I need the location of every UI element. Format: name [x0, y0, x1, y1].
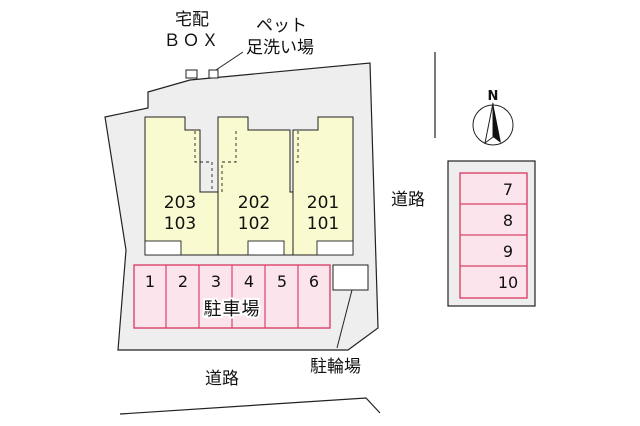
parking-space-number: 2 [178, 272, 188, 291]
delivery-box-label-1: 宅配 [175, 10, 209, 30]
road-edge-south [119, 397, 381, 415]
unit-number-lower: 103 [164, 214, 196, 234]
unit-number-lower: 101 [307, 214, 339, 234]
pet-wash-label-2: 足洗い場 [246, 38, 314, 58]
parking-space-number: 10 [498, 273, 518, 292]
road-label-east: 道路 [391, 190, 425, 210]
unit-number-upper: 201 [307, 193, 339, 213]
north-label: N [488, 89, 499, 104]
parking-space-number: 5 [277, 272, 287, 291]
delivery-box-label-2: ＢＯＸ [164, 31, 221, 51]
parking-space-number: 3 [211, 272, 221, 291]
pet-wash-leader [215, 51, 244, 71]
parking-main [133, 264, 331, 329]
parking-side [459, 172, 528, 299]
delivery-box-marker [185, 69, 198, 79]
bicycle-parking-leader [336, 289, 353, 349]
parking-space-number: 7 [503, 180, 513, 199]
north-arrow-icon [472, 102, 514, 146]
bicycle-parking-label: 駐輪場 [310, 357, 361, 377]
parking-space-number: 9 [503, 242, 513, 261]
parking-label: 駐車場 [204, 299, 261, 320]
unit-number-upper: 203 [164, 193, 196, 213]
road-label-south: 道路 [205, 369, 239, 389]
pet-wash-label-1: ペット [256, 16, 307, 36]
building-unit [217, 116, 294, 256]
parking-space-number: 8 [503, 211, 513, 230]
parking-space-number: 4 [244, 272, 254, 291]
parking-space-number: 1 [145, 272, 155, 291]
building-unit [144, 116, 219, 256]
unit-number-upper: 202 [238, 193, 270, 213]
bicycle-parking-area [332, 264, 369, 291]
building-unit [292, 116, 354, 256]
pet-wash-marker [208, 69, 219, 79]
unit-number-lower: 102 [238, 214, 270, 234]
parking-space-number: 6 [309, 272, 319, 291]
